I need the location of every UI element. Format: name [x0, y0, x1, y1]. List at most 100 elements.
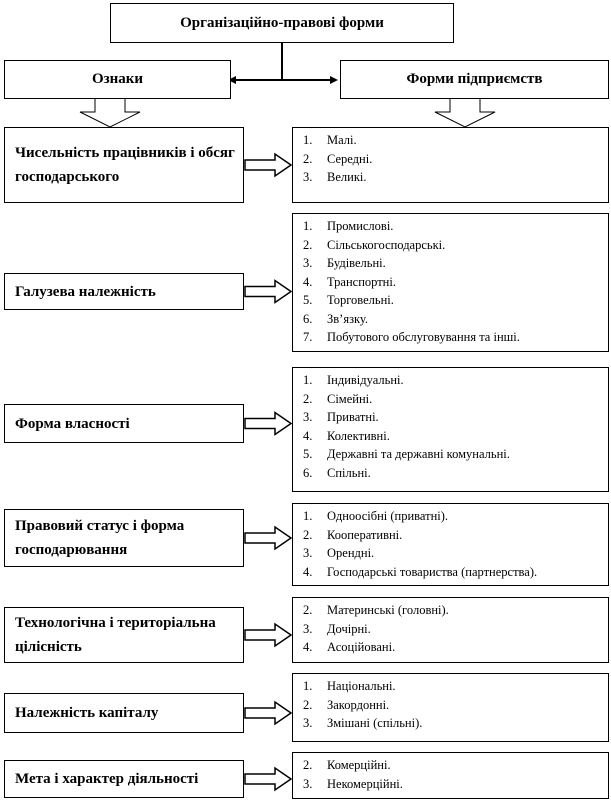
- list-item: 1. Одноосібні (приватні).: [303, 507, 608, 526]
- item-text: Господарські товариства (партнерства).: [327, 564, 538, 579]
- item-text: Побутового обслуговування та інші.: [327, 330, 520, 344]
- item-number: 6.: [303, 311, 313, 326]
- item-text: Транспортні.: [327, 274, 396, 289]
- item-text: Торговельні.: [327, 293, 394, 307]
- forms-box: 1. Одноосібні (приватні). 2.Кооперативні.3…: [292, 503, 609, 586]
- forms-list: 1. Національні. 2. Закордонні. 3.Змішані (сп…: [303, 677, 608, 733]
- list-item: 4. Колективні.: [303, 427, 608, 446]
- criterion-label: Технологічна і територіальна цілісність: [15, 615, 216, 655]
- item-number: 4.: [303, 640, 313, 654]
- right-arrow-icon: [244, 279, 293, 304]
- item-text: Приватні.: [327, 410, 379, 424]
- forms-box: 1. Національні. 2. Закордонні. 3.Змішані (сп…: [292, 673, 609, 742]
- item-number: 4.: [303, 428, 313, 443]
- right-arrow-icon: [244, 411, 293, 436]
- list-item: 6.Зв’язку.: [303, 310, 608, 329]
- item-text: Спільні.: [327, 465, 371, 480]
- item-text: Материнські (головні).: [327, 603, 449, 617]
- list-item: 4.Господарські товариства (партнерства).: [303, 563, 608, 582]
- item-text: Асоційовані.: [327, 640, 396, 654]
- item-text: Одноосібні (приватні).: [327, 509, 449, 523]
- item-text: Сільськогосподарські.: [327, 237, 446, 252]
- forms-box: 2. Комерційні. 3. Некомерційні.: [292, 752, 609, 799]
- item-number: 3.: [303, 716, 313, 730]
- item-text: Закордонні.: [327, 697, 390, 712]
- criterion-label: Мета і характер діяльності: [15, 771, 199, 787]
- list-item: 2.Материнські (головні).: [303, 601, 608, 620]
- item-text: Некомерційні.: [327, 776, 403, 791]
- item-text: Національні.: [327, 679, 396, 693]
- item-number: 6.: [303, 465, 313, 480]
- forms-box: 2.Материнські (головні).3. Дочірні. 4. Асоц…: [292, 597, 609, 663]
- list-item: 6. Спільні.: [303, 464, 608, 483]
- forms-list: 1.Промислові.2.Сільськогосподарські.3. Бу…: [303, 217, 608, 347]
- forms-header-box: Форми підприємств: [340, 60, 609, 99]
- list-item: 4. Асоційовані.: [303, 638, 608, 657]
- item-text: Державні та державні комунальні.: [327, 447, 510, 461]
- list-item: 3. Будівельні.: [303, 254, 608, 273]
- arrowhead-left-icon: [228, 76, 236, 84]
- item-text: Середні.: [327, 151, 373, 166]
- list-item: 3. Некомерційні.: [303, 775, 608, 794]
- list-item: 2.Кооперативні.: [303, 526, 608, 545]
- forms-list: 1.Малі.2.Середні.3.Великі.: [303, 131, 608, 187]
- forms-box: 1.Промислові.2.Сільськогосподарські.3. Бу…: [292, 213, 609, 352]
- right-arrow-icon: [244, 622, 293, 648]
- title-box: Організаційно-правові форми: [110, 3, 454, 43]
- item-text: Індивідуальні.: [327, 373, 404, 387]
- item-text: Сімейні.: [327, 391, 373, 406]
- item-text: Колективні.: [327, 428, 390, 443]
- forms-list: 2.Материнські (головні).3. Дочірні. 4. Асоц…: [303, 601, 608, 657]
- item-number: 3.: [303, 256, 313, 270]
- criterion-label: Чисельність працівників і обсяг господар…: [15, 145, 235, 185]
- forms-list: 2. Комерційні. 3. Некомерційні.: [303, 756, 608, 793]
- item-number: 1.: [303, 679, 313, 693]
- list-item: 4. Транспортні.: [303, 273, 608, 292]
- item-number: 4.: [303, 274, 313, 289]
- item-number: 3.: [303, 621, 313, 636]
- item-number: 2.: [303, 758, 313, 772]
- criterion-box: Мета і характер діяльності: [4, 760, 244, 798]
- criterion-label: Галузева належність: [15, 283, 156, 300]
- criteria-header-box: Ознаки: [4, 60, 231, 99]
- list-item: 1.Промислові.: [303, 217, 608, 236]
- list-item: 2. Сімейні.: [303, 390, 608, 409]
- list-item: 3.Великі.: [303, 168, 608, 187]
- list-item: 1. Індивідуальні.: [303, 371, 608, 390]
- item-number: 5.: [303, 293, 313, 307]
- criterion-label: Правовий статус і форма господарювання: [15, 518, 185, 558]
- list-item: 2.Сільськогосподарські.: [303, 236, 608, 255]
- list-item: 3.Орендні.: [303, 544, 608, 563]
- item-number: 2.: [303, 697, 313, 712]
- title-connector: [232, 42, 334, 81]
- item-number: 1.: [303, 373, 313, 387]
- list-item: 3.Змішані (спільні).: [303, 714, 608, 733]
- arrowhead-right-icon: [330, 76, 338, 84]
- criterion-label: Форма власності: [15, 415, 130, 432]
- right-arrow-icon: [244, 152, 293, 178]
- item-text: Великі.: [327, 170, 367, 184]
- down-arrow-left-icon: [79, 97, 141, 128]
- item-text: Орендні.: [327, 546, 375, 560]
- item-number: 2.: [303, 527, 313, 542]
- item-number: 3.: [303, 776, 313, 791]
- criterion-box: Галузева належність: [4, 273, 244, 310]
- item-number: 1.: [303, 509, 313, 523]
- forms-list: 1.Індивідуальні.2.Сімейні.3.Приватні.4.К…: [303, 371, 608, 482]
- forms-box: 1.Малі.2.Середні.3.Великі.: [292, 127, 609, 203]
- list-item: 5. Торговельні.: [303, 291, 608, 310]
- item-text: Дочірні.: [327, 621, 371, 636]
- criterion-label: Належність капіталу: [15, 705, 159, 721]
- list-item: 5.Державні та державні комунальні.: [303, 445, 608, 464]
- forms-box: 1.Індивідуальні.2.Сімейні.3.Приватні.4.К…: [292, 367, 609, 492]
- down-arrow-right-icon: [434, 97, 496, 128]
- item-number: 2.: [303, 391, 313, 406]
- list-item: 7. Побутового обслуговування та інші.: [303, 328, 608, 347]
- item-text: Промислові.: [327, 219, 394, 233]
- item-text: Будівельні.: [327, 256, 386, 270]
- list-item: 2.Середні.: [303, 150, 608, 169]
- item-number: 7.: [303, 330, 313, 344]
- item-text: Комерційні.: [327, 758, 391, 772]
- criterion-box: Належність капіталу: [4, 693, 244, 733]
